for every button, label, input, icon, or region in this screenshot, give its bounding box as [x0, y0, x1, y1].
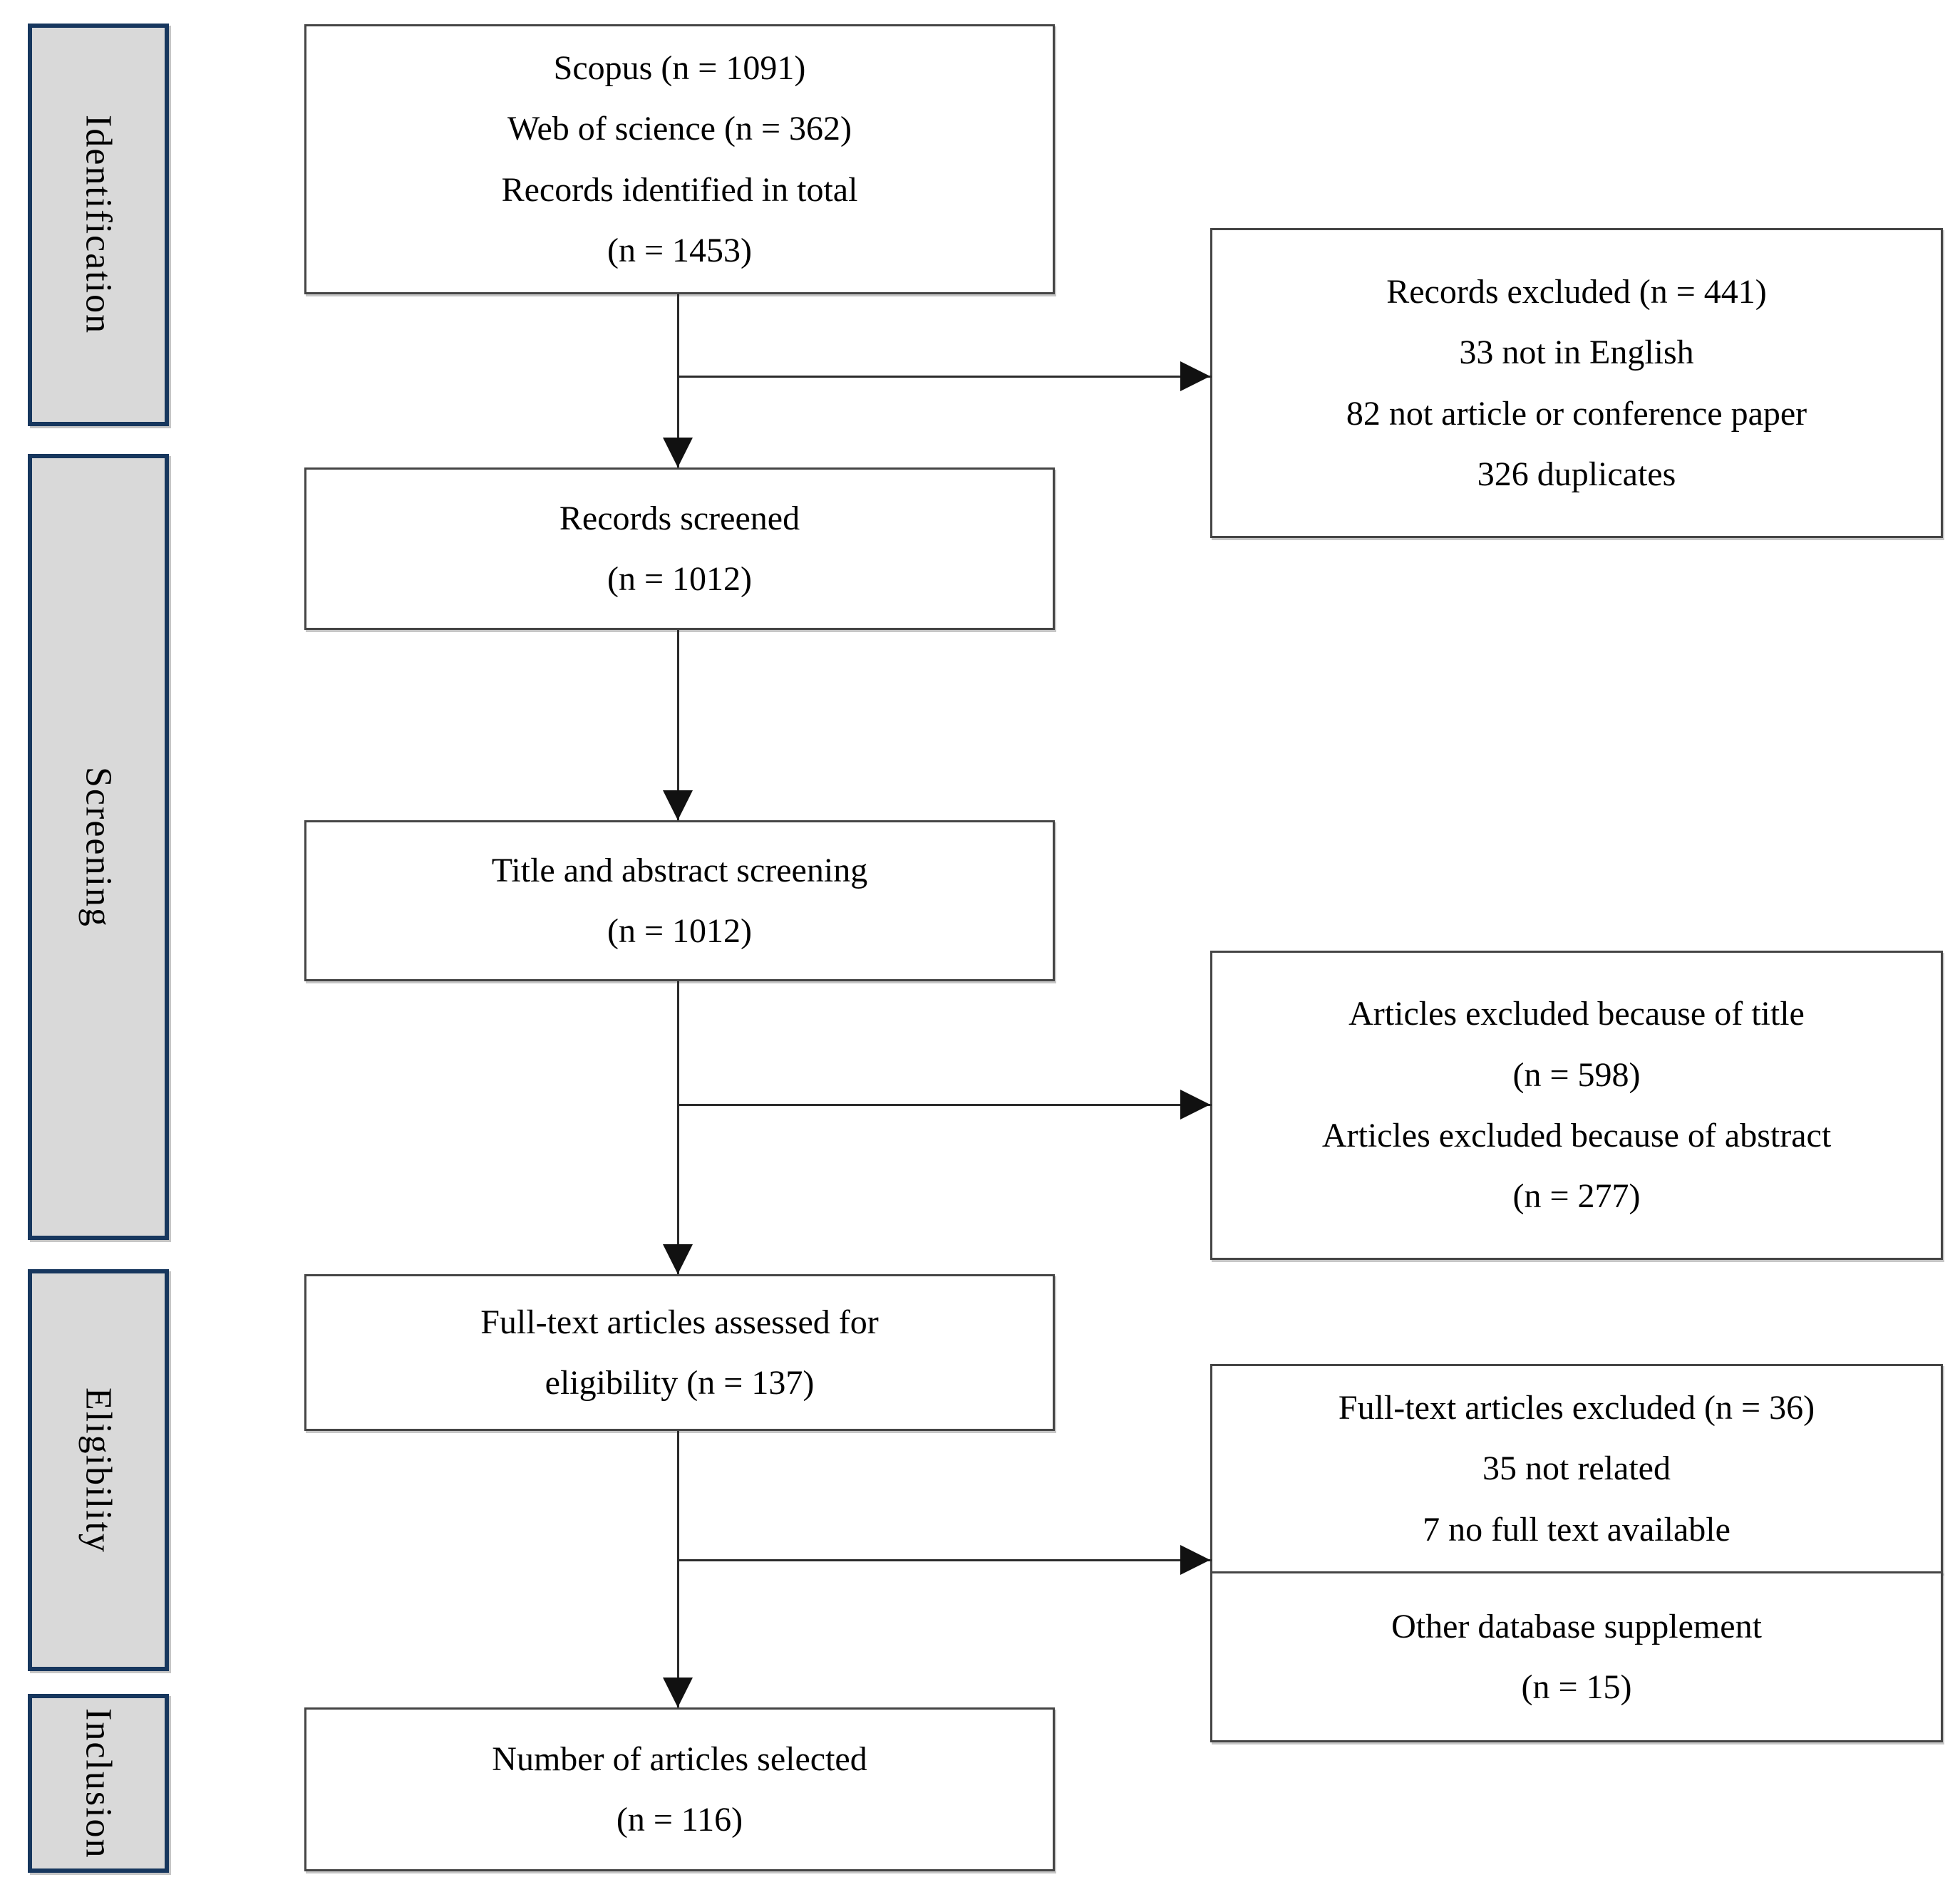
box-line: Title and abstract screening	[491, 851, 868, 889]
stage-box-inclusion: Inclusion	[28, 1694, 169, 1873]
box-line: (n = 15)	[1521, 1668, 1632, 1706]
box-line: 33 not in English	[1459, 334, 1694, 372]
arrowhead-down-title-abstract	[663, 790, 693, 820]
arrowhead-down-fulltext-assessed	[663, 1244, 693, 1274]
main-box-records-screened: Records screened (n = 1012)	[304, 467, 1055, 630]
stage-label-screening: Screening	[78, 766, 119, 928]
arrowhead-right-articles-excluded	[1180, 1090, 1210, 1120]
box-line: Number of articles selected	[492, 1740, 867, 1778]
box-line: Articles excluded because of title	[1348, 995, 1805, 1033]
box-line: Scopus (n = 1091)	[553, 48, 806, 87]
box-line: Records identified in total	[501, 170, 858, 209]
arrowhead-down-articles-selected	[663, 1678, 693, 1707]
main-box-records-identified: Scopus (n = 1091) Web of science (n = 36…	[304, 24, 1055, 294]
box-line: Other database supplement	[1391, 1607, 1762, 1645]
connector-title-abstract-to-fulltext	[677, 981, 679, 1274]
stage-label-eligibility: Eligibility	[78, 1387, 119, 1554]
stage-label-inclusion: Inclusion	[78, 1707, 119, 1859]
connector-branch-articles-excluded	[678, 1104, 1212, 1106]
box-line: Articles excluded because of abstract	[1321, 1117, 1832, 1154]
box-line: (n = 1012)	[607, 560, 753, 598]
side-box-records-excluded: Records excluded (n = 441) 33 not in Eng…	[1210, 228, 1943, 538]
box-line: 326 duplicates	[1477, 455, 1676, 493]
main-box-articles-selected: Number of articles selected (n = 116)	[304, 1707, 1055, 1871]
box-line: Full-text articles assessed for	[480, 1303, 879, 1341]
box-line: eligibility (n = 137)	[545, 1364, 815, 1402]
main-box-fulltext-assessed: Full-text articles assessed for eligibil…	[304, 1274, 1055, 1431]
box-line: (n = 277)	[1512, 1177, 1641, 1216]
connector-identified-to-screened	[677, 294, 679, 467]
connector-branch-records-excluded	[678, 376, 1212, 378]
box-line: Full-text articles excluded (n = 36)	[1338, 1388, 1815, 1427]
box-line: Web of science (n = 362)	[507, 110, 852, 148]
arrowhead-right-fulltext-excluded	[1180, 1545, 1210, 1575]
box-line: (n = 1012)	[607, 912, 753, 950]
arrowhead-right-records-excluded	[1180, 361, 1210, 391]
box-line: (n = 598)	[1512, 1055, 1641, 1094]
box-line: (n = 1453)	[607, 231, 753, 269]
box-line: 82 not article or conference paper	[1346, 394, 1807, 433]
box-line: Records excluded (n = 441)	[1386, 272, 1767, 311]
side-box-other-database-supplement: Other database supplement (n = 15)	[1210, 1571, 1943, 1742]
box-line: Records screened	[559, 499, 800, 537]
box-line: 7 no full text available	[1423, 1510, 1731, 1549]
stage-box-screening: Screening	[28, 454, 169, 1240]
stage-label-identification: Identification	[78, 115, 119, 335]
side-box-articles-excluded-title-abstract: Articles excluded because of title (n = …	[1210, 951, 1943, 1260]
stage-box-identification: Identification	[28, 24, 169, 426]
stage-box-eligibility: Eligibility	[28, 1269, 169, 1671]
connector-fulltext-to-selected	[677, 1431, 679, 1707]
connector-branch-fulltext-excluded	[678, 1559, 1212, 1561]
side-box-fulltext-excluded: Full-text articles excluded (n = 36) 35 …	[1210, 1364, 1943, 1573]
box-line: 35 not related	[1482, 1449, 1671, 1488]
main-box-title-abstract-screening: Title and abstract screening (n = 1012)	[304, 820, 1055, 981]
connector-screened-to-title-abstract	[677, 630, 679, 820]
arrowhead-down-records-screened	[663, 438, 693, 467]
box-line: (n = 116)	[616, 1801, 743, 1839]
